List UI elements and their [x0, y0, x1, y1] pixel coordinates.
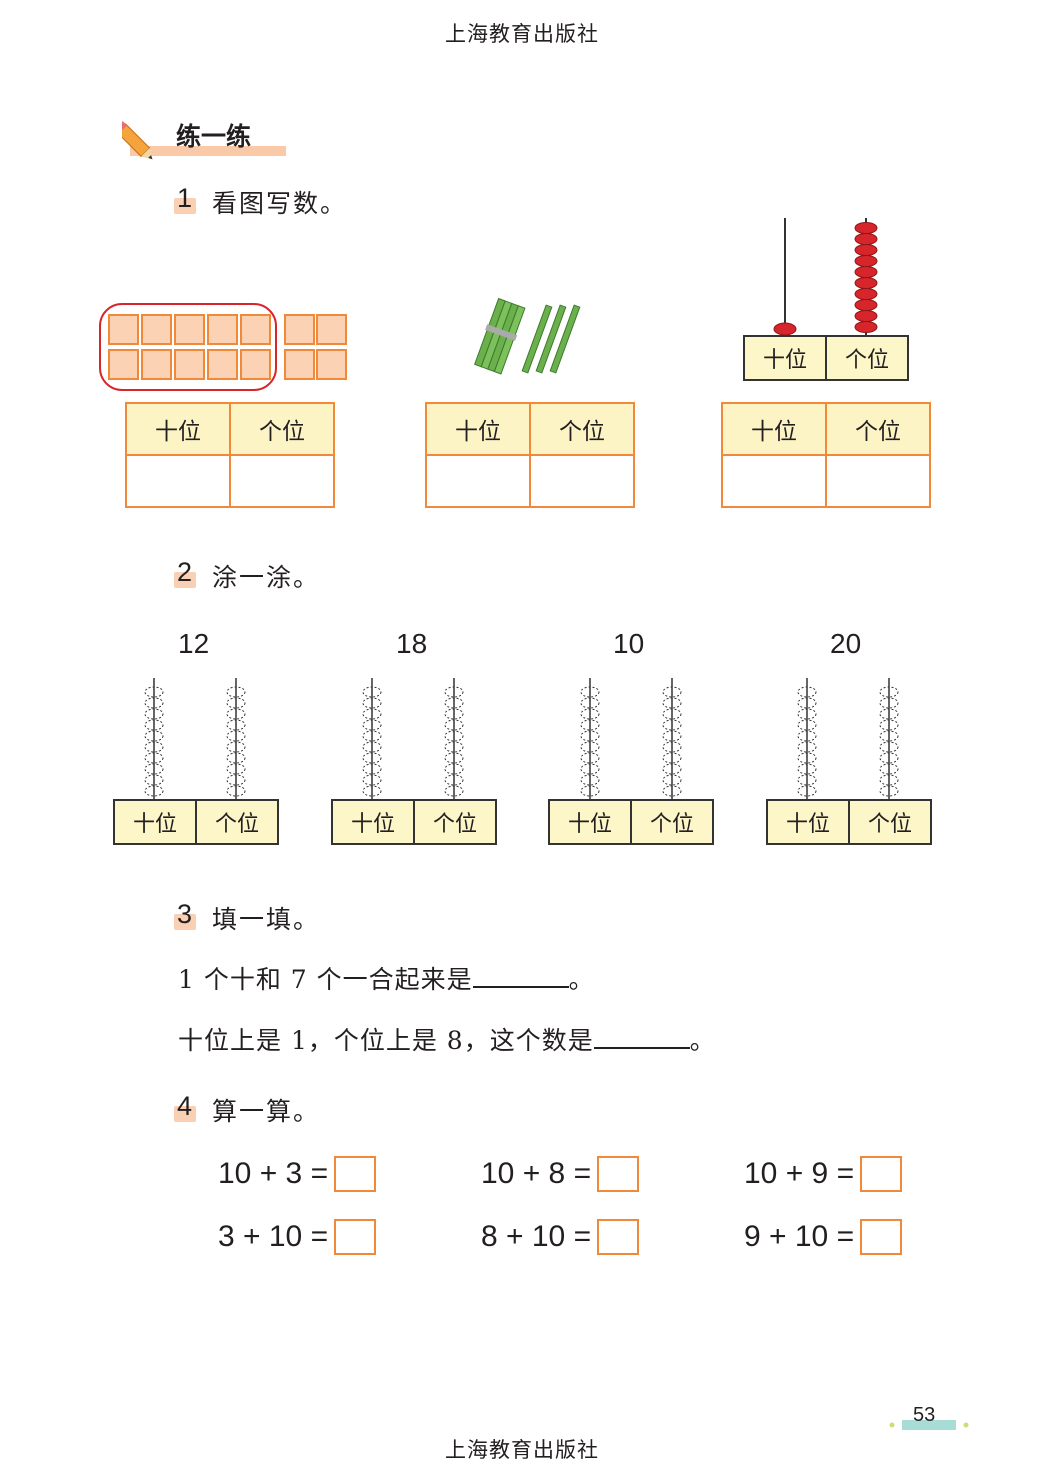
- abacus-label-12: 十位 个位: [113, 799, 279, 845]
- tens-header: 十位: [125, 402, 231, 456]
- q2-text: 涂一涂。: [212, 563, 321, 592]
- ones-answer-cell[interactable]: [229, 454, 335, 508]
- period: 。: [568, 965, 595, 994]
- answer-box[interactable]: [334, 1219, 377, 1255]
- equation-2: 10 + 8 =: [481, 1156, 640, 1192]
- equation-text: 10 + 8 =: [481, 1157, 592, 1190]
- tens-header: 十位: [425, 402, 531, 456]
- equation-text: 10 + 9 =: [744, 1157, 855, 1190]
- q3-line-2-text: 十位上是 1，个位上是 8，这个数是: [178, 1026, 594, 1055]
- q3-number: 3: [177, 899, 193, 929]
- answer-box[interactable]: [334, 1156, 377, 1192]
- q3-line-2: 十位上是 1，个位上是 8，这个数是 。: [178, 1021, 716, 1057]
- equation-text: 10 + 3 =: [218, 1157, 329, 1190]
- q1-table-2: 十位个位: [425, 402, 635, 508]
- equation-text: 8 + 10 =: [481, 1220, 592, 1253]
- tens-label: 十位: [350, 812, 395, 837]
- ones-label: 个位: [848, 801, 930, 843]
- equation-6: 9 + 10 =: [744, 1219, 903, 1255]
- answer-box[interactable]: [597, 1156, 640, 1192]
- abacus-label-10: 十位 个位: [548, 799, 714, 845]
- tens-label: 十位: [785, 812, 830, 837]
- publisher-header: 上海教育出版社: [445, 22, 599, 46]
- equation-1: 10 + 3 =: [218, 1156, 377, 1192]
- ones-label: 个位: [413, 801, 495, 843]
- abacus-beads-picture: [773, 218, 878, 336]
- abacus-number-4: 20: [830, 628, 862, 659]
- ones-header: 个位: [529, 402, 635, 456]
- q4-text: 算一算。: [212, 1097, 321, 1126]
- ones-label: 个位: [825, 337, 907, 379]
- equation-4: 3 + 10 =: [218, 1219, 377, 1255]
- abacus-number-1: 12: [178, 628, 210, 659]
- q1-table-1: 十位个位: [125, 402, 335, 508]
- q3-badge: [174, 914, 196, 930]
- ones-answer-cell[interactable]: [825, 454, 931, 508]
- abacus-label-q1: 十位 个位: [743, 335, 909, 381]
- dotted-bead-rods: [144, 678, 899, 801]
- q4-number: 4: [177, 1091, 193, 1121]
- tens-label: 十位: [567, 812, 612, 837]
- tens-label: 十位: [762, 348, 807, 373]
- equation-text: 9 + 10 =: [744, 1220, 855, 1253]
- q3-line-1-text: 1 个十和 7 个一合起来是: [178, 965, 473, 994]
- section-title: 练一练: [176, 122, 252, 151]
- page-number-decoration: [889, 1420, 969, 1430]
- abacus-number-2: 18: [396, 628, 428, 659]
- equation-3: 10 + 9 =: [744, 1156, 903, 1192]
- answer-box[interactable]: [860, 1156, 903, 1192]
- period: 。: [689, 1026, 716, 1055]
- sticks-picture: [474, 297, 581, 375]
- cube-blocks-picture: [99, 303, 347, 391]
- answer-box[interactable]: [597, 1219, 640, 1255]
- q1-number: 1: [177, 183, 193, 213]
- q1-text: 看图写数。: [212, 189, 348, 218]
- q1-table-3: 十位个位: [721, 402, 931, 508]
- pencil-icon: [122, 121, 286, 160]
- page-number: 53: [913, 1404, 936, 1426]
- abacus-label-20: 十位 个位: [766, 799, 932, 845]
- answer-blank-1[interactable]: [472, 962, 569, 988]
- tens-answer-cell[interactable]: [425, 454, 531, 508]
- tens-label: 十位: [132, 812, 177, 837]
- ones-answer-cell[interactable]: [529, 454, 635, 508]
- ones-header: 个位: [825, 402, 931, 456]
- abacus-number-3: 10: [613, 628, 645, 659]
- equation-text: 3 + 10 =: [218, 1220, 329, 1253]
- publisher-footer: 上海教育出版社: [445, 1438, 599, 1462]
- q2-badge: [174, 572, 196, 588]
- q2-number: 2: [177, 557, 193, 587]
- ones-label: 个位: [630, 801, 712, 843]
- q3-text: 填一填。: [212, 905, 321, 934]
- q3-line-1: 1 个十和 7 个一合起来是 。: [178, 960, 595, 996]
- answer-blank-2[interactable]: [593, 1023, 690, 1049]
- ones-header: 个位: [229, 402, 335, 456]
- equation-5: 8 + 10 =: [481, 1219, 640, 1255]
- q4-badge: [174, 1106, 196, 1122]
- ones-label: 个位: [195, 801, 277, 843]
- q1-badge: [174, 198, 196, 214]
- tens-header: 十位: [721, 402, 827, 456]
- answer-box[interactable]: [860, 1219, 903, 1255]
- abacus-label-18: 十位 个位: [331, 799, 497, 845]
- tens-answer-cell[interactable]: [125, 454, 231, 508]
- tens-answer-cell[interactable]: [721, 454, 827, 508]
